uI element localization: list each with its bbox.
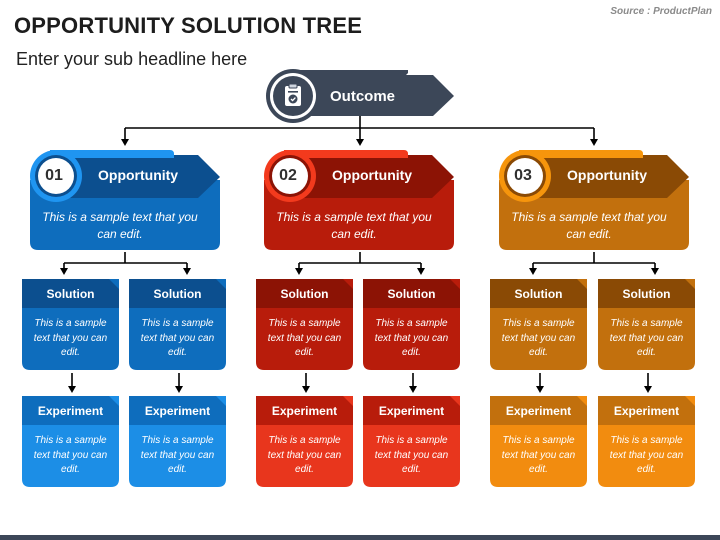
solution-shape <box>22 279 119 370</box>
opportunity-shape <box>499 150 689 250</box>
opportunity-label: Opportunity <box>567 167 648 183</box>
outcome-shape <box>300 70 454 116</box>
solution-shape <box>256 279 353 370</box>
solution-text: This is a sample text that you can edit. <box>140 318 215 359</box>
solution-label: Solution <box>387 287 436 301</box>
page-subtitle: Enter your sub headline here <box>16 49 248 69</box>
experiment-label: Experiment <box>144 404 211 418</box>
solution-label: Solution <box>514 287 563 301</box>
solution-label: Solution <box>280 287 329 301</box>
experiment-shape <box>490 396 587 487</box>
experiment-shape <box>598 396 695 487</box>
opportunity-text: This is a sample text that you can edit. <box>511 210 667 241</box>
experiment-label: Experiment <box>378 404 445 418</box>
footer-bar <box>0 535 720 540</box>
opportunity-number: 01 <box>45 167 63 184</box>
page-title: OPPORTUNITY SOLUTION TREE <box>14 13 363 38</box>
solution-label: Solution <box>622 287 671 301</box>
solution-label: Solution <box>153 287 202 301</box>
experiment-text: This is a sample text that you can edit. <box>33 435 108 476</box>
experiment-text: This is a sample text that you can edit. <box>501 435 576 476</box>
solution-text: This is a sample text that you can edit. <box>609 318 684 359</box>
opportunity-label: Opportunity <box>332 167 413 183</box>
opportunity-number: 02 <box>279 167 297 184</box>
solution-shape <box>363 279 460 370</box>
experiment-shape <box>129 396 226 487</box>
experiment-text: This is a sample text that you can edit. <box>267 435 342 476</box>
experiment-text: This is a sample text that you can edit. <box>609 435 684 476</box>
experiment-shape <box>363 396 460 487</box>
outcome-label: Outcome <box>330 88 396 105</box>
solution-text: This is a sample text that you can edit. <box>267 318 342 359</box>
solution-shape <box>129 279 226 370</box>
experiment-label: Experiment <box>37 404 104 418</box>
solution-label: Solution <box>46 287 95 301</box>
experiment-label: Experiment <box>271 404 338 418</box>
experiment-text: This is a sample text that you can edit. <box>374 435 449 476</box>
solution-text: This is a sample text that you can edit. <box>374 318 449 359</box>
experiment-shape <box>22 396 119 487</box>
source-label: Source : ProductPlan <box>610 6 712 17</box>
opportunity-text: This is a sample text that you can edit. <box>276 210 432 241</box>
opportunity-label: Opportunity <box>98 167 179 183</box>
opportunity-shape <box>30 150 220 250</box>
experiment-text: This is a sample text that you can edit. <box>140 435 215 476</box>
solution-text: This is a sample text that you can edit. <box>501 318 576 359</box>
experiment-label: Experiment <box>613 404 680 418</box>
solution-shape <box>490 279 587 370</box>
opportunity-shape <box>264 150 454 250</box>
clipboard-icon <box>285 83 301 106</box>
experiment-shape <box>256 396 353 487</box>
solution-text: This is a sample text that you can edit. <box>33 318 108 359</box>
opportunity-number: 03 <box>514 167 532 184</box>
experiment-label: Experiment <box>505 404 572 418</box>
solution-shape <box>598 279 695 370</box>
opportunity-text: This is a sample text that you can edit. <box>42 210 198 241</box>
